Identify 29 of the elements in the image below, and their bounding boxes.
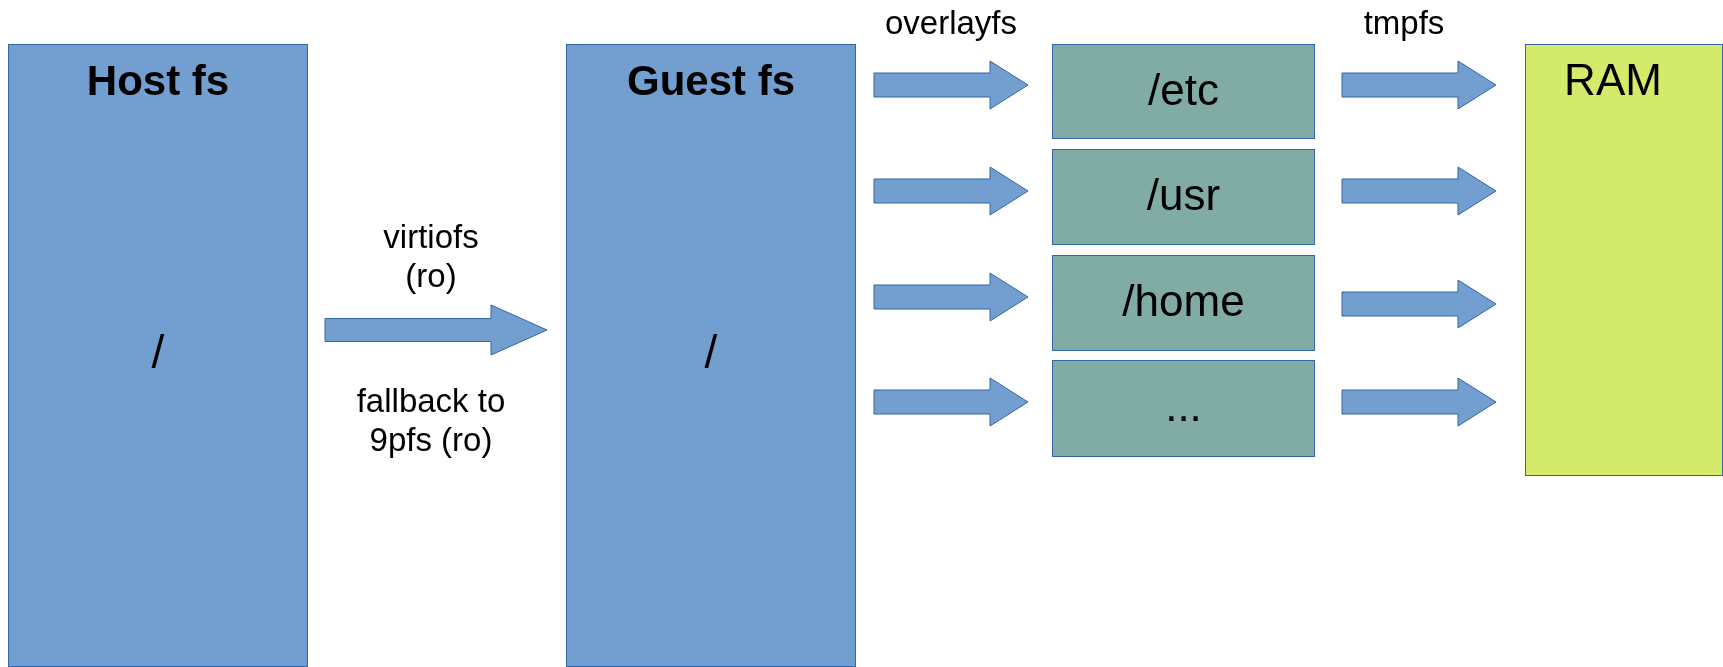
root-path: / <box>150 325 166 379</box>
directory-box <box>1052 44 1315 139</box>
fallback-note: fallback to 9pfs (ro) <box>355 382 507 460</box>
node-label: /usr <box>1145 170 1222 220</box>
guest-filesystem-box <box>566 44 856 667</box>
ram-box <box>1525 44 1723 476</box>
filesystem-title: Host fs <box>85 57 231 105</box>
node-label: /home <box>1121 276 1246 326</box>
node-label: /etc <box>1147 65 1220 115</box>
column-heading: tmpfs <box>1362 4 1446 43</box>
arrow <box>873 166 1029 216</box>
arrow <box>1341 60 1497 110</box>
root-path: / <box>703 325 719 379</box>
arrow <box>1341 279 1497 329</box>
host-filesystem-box <box>8 44 308 667</box>
edge-label: virtiofs (ro) <box>382 218 480 296</box>
filesystem-title: Guest fs <box>625 57 796 105</box>
arrow <box>1341 377 1497 427</box>
node-label: RAM <box>1563 55 1663 105</box>
directory-box <box>1052 149 1315 245</box>
arrow <box>873 60 1029 110</box>
arrow <box>324 304 548 356</box>
directory-box <box>1052 360 1315 457</box>
directory-box <box>1052 255 1315 351</box>
arrow <box>1341 166 1497 216</box>
node-label: ... <box>1164 381 1203 431</box>
arrow <box>873 272 1029 322</box>
arrow <box>873 377 1029 427</box>
column-heading: overlayfs <box>883 4 1019 43</box>
